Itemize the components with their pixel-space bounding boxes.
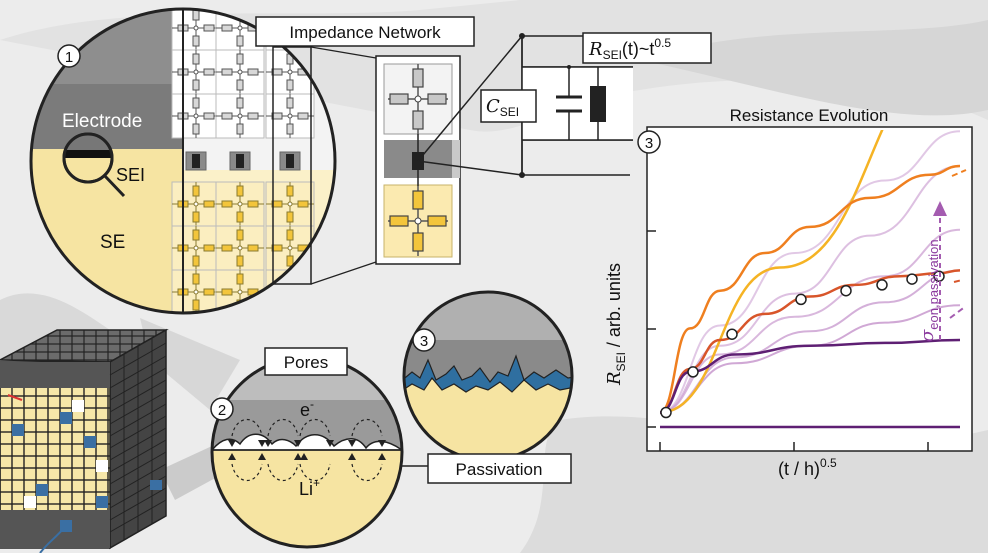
electrolyte-cube: [0, 328, 169, 553]
y-ticks: [647, 230, 656, 428]
marker-2: 2: [210, 397, 234, 421]
impedance-network-label: Impedance Network: [255, 16, 475, 47]
data-point: [795, 293, 807, 306]
label-sei: SEI: [116, 165, 145, 185]
svg-text:1: 1: [65, 49, 73, 66]
x-axis-label: (t / h)0.5: [778, 456, 837, 479]
chart-marker-3: 3: [637, 130, 661, 154]
passivation-label: Passivation: [427, 453, 572, 484]
marker-3-passivation: 3: [412, 328, 436, 352]
data-point: [876, 279, 888, 291]
chart-right-dashes: [949, 169, 967, 319]
svg-text:Impedance Network: Impedance Network: [289, 23, 441, 42]
label-se: SE: [100, 232, 125, 253]
data-point: [687, 366, 699, 378]
chart-title: Resistance Evolution: [730, 106, 889, 125]
data-point: [906, 273, 918, 285]
series-line: [659, 269, 961, 414]
series-line: [659, 130, 884, 414]
passivation-circle: [402, 290, 574, 462]
passivation-arrow: [933, 201, 947, 340]
faded-series-line: [659, 228, 961, 414]
faded-series-line: [659, 130, 961, 414]
svg-text:RSEI(t)~t0.5: RSEI(t)~t0.5: [588, 36, 671, 62]
svg-text:2: 2: [218, 402, 226, 419]
svg-text:Passivation: Passivation: [456, 460, 543, 479]
faded-series-line: [659, 165, 961, 414]
label-electron: e-: [300, 397, 314, 420]
pores-circle: [210, 355, 404, 549]
label-lithium: Li+: [299, 476, 320, 499]
svg-text:3: 3: [420, 333, 428, 350]
svg-text:CSEI: CSEI: [486, 96, 519, 119]
svg-text:Pores: Pores: [284, 353, 328, 372]
label-electrode: Electrode: [62, 111, 142, 132]
x-ticks: [659, 442, 929, 451]
resistance-chart: Resistance Evolution 3 σeon,passiv: [604, 106, 973, 479]
data-point: [726, 328, 738, 340]
svg-text:3: 3: [645, 135, 653, 152]
r-sei-label: RSEI(t)~t0.5: [582, 32, 712, 64]
data-point: [840, 284, 852, 297]
series-line: [659, 338, 961, 414]
y-axis-label: RSEI / arb. units: [604, 263, 628, 386]
data-point: [660, 406, 672, 419]
pores-label: Pores: [264, 347, 348, 376]
marker-1: 1: [57, 44, 81, 68]
network-highlight-box: [272, 46, 312, 285]
series-line: [659, 164, 961, 414]
sigma-annotation: σeon,passivation: [917, 239, 941, 342]
c-sei-label: CSEI: [480, 89, 537, 123]
